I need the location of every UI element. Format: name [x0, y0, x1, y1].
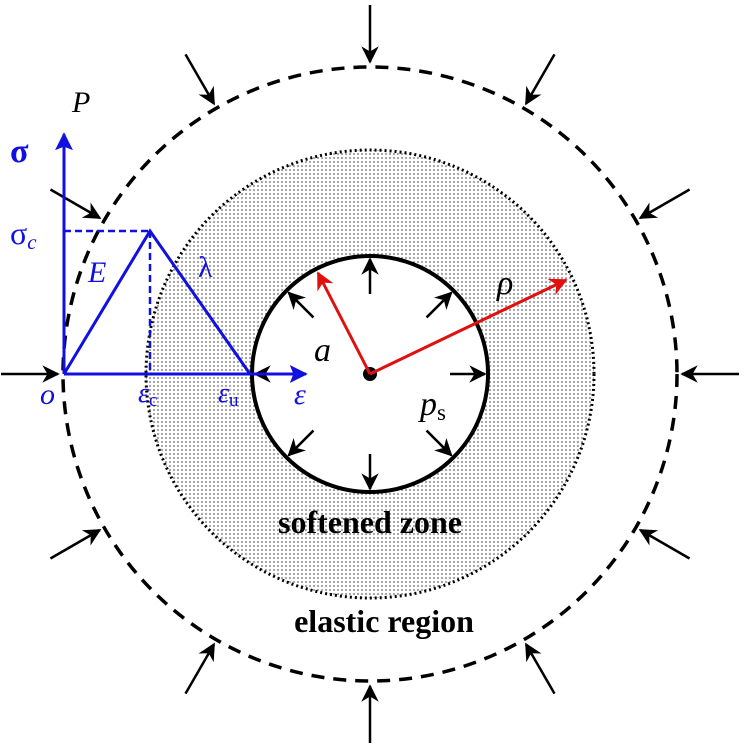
label-sigma-c: σc [10, 215, 37, 254]
label-softened-zone: softened zone [278, 504, 462, 540]
support-arrow [425, 429, 453, 457]
support-arrow [425, 291, 453, 319]
label-sigma: σ [10, 133, 29, 170]
label-elastic-region: elastic region [294, 603, 474, 639]
label-load: P [71, 86, 90, 119]
far-field-arrow [184, 642, 216, 695]
support-arrow [287, 291, 315, 319]
far-field-arrow [524, 642, 556, 695]
stress-strain-curve [55, 132, 308, 383]
label-epsilon: ε [294, 378, 306, 411]
label-epsilon-u: εu [218, 378, 239, 411]
far-field-arrow [49, 528, 102, 560]
far-field-arrow [184, 53, 216, 106]
elastic-region-boundary [61, 65, 679, 683]
label-softening: λ [198, 251, 213, 284]
support-arrow [287, 429, 315, 457]
label-modulus: E [87, 256, 106, 289]
far-field-arrow [638, 528, 691, 560]
far-field-arrow [524, 53, 556, 106]
far-field-arrow [49, 188, 102, 220]
tunnel-radius-arrow [316, 271, 372, 375]
label-support-pressure: ps [418, 386, 446, 425]
label-origin: o [40, 378, 55, 411]
plastic-radius-arrow [369, 278, 568, 376]
far-field-arrow [638, 188, 691, 220]
label-plastic-radius: ρ [496, 265, 513, 302]
label-epsilon-c: εc [138, 378, 157, 411]
far-field-load-arrows [1, 5, 739, 743]
label-tunnel-radius: a [314, 332, 331, 369]
